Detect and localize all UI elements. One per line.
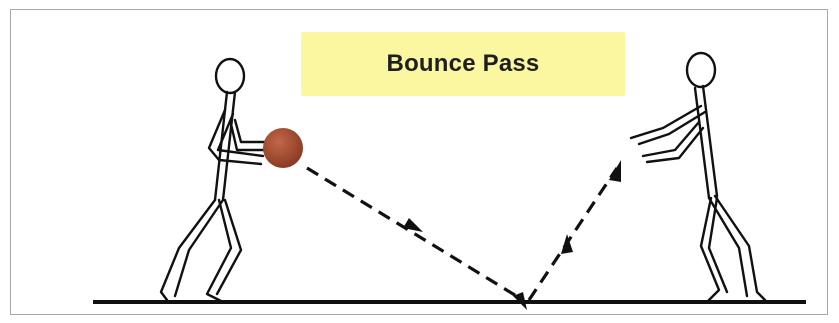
diagram-frame: Bounce Pass — [10, 9, 828, 315]
title-background — [301, 32, 625, 96]
pass-path — [306, 166, 619, 302]
receiver-figure — [629, 51, 767, 304]
receiver-torso — [693, 84, 719, 200]
receiver-arm-upper — [629, 104, 707, 146]
passer-arm-front — [229, 118, 271, 152]
pass-path-down — [306, 166, 524, 302]
bounce-pass-diagram — [93, 32, 806, 310]
passer-head — [214, 57, 246, 95]
passer-arm-back — [207, 108, 265, 166]
arrowhead-down-mid — [403, 218, 423, 232]
basketball — [263, 128, 303, 168]
receiver-leg-front — [699, 196, 729, 304]
passer-figure — [159, 57, 271, 304]
passer-leg-front — [205, 198, 243, 304]
receiver-head — [685, 51, 717, 89]
diagram-title: Bounce Pass — [386, 50, 540, 77]
passer-torso — [213, 90, 237, 202]
arrowhead-bounce — [513, 292, 527, 310]
arrowhead-up-end — [609, 160, 621, 182]
passer-leg-back — [159, 198, 225, 302]
pass-path-up — [527, 167, 619, 301]
pass-arrowheads — [403, 160, 621, 310]
receiver-leg-back — [707, 194, 767, 302]
arrowhead-up-mid — [561, 234, 573, 254]
receiver-arm-lower — [641, 120, 705, 164]
